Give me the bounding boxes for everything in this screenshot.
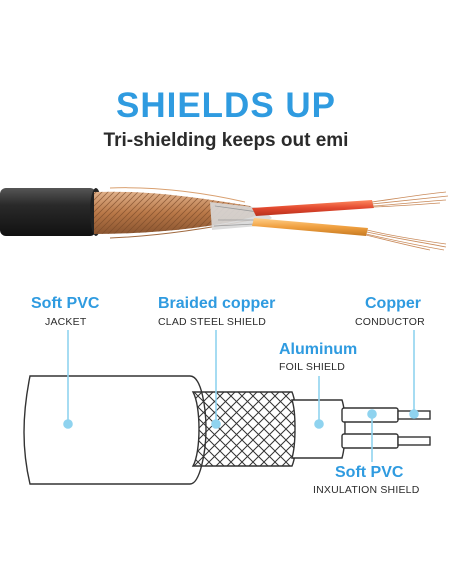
label-insulation-detail: INXULATION SHIELD [313, 484, 420, 496]
cable-diagram [23, 330, 431, 485]
photo-jacket [0, 188, 96, 236]
label-copper-name: Copper [365, 295, 421, 312]
page-subtitle: Tri-shielding keeps out emi [103, 130, 349, 151]
label-insulation-name: Soft PVC [335, 464, 404, 481]
photo-copper-strands [365, 191, 449, 251]
label-braid-detail: CLAD STEEL SHIELD [158, 316, 267, 328]
photo-wire-red [252, 200, 374, 216]
diagram-conductor-bottom [397, 436, 431, 446]
diagram-braid [191, 391, 298, 467]
page-title: SHIELDS UP [115, 86, 337, 125]
diagram-insulation-bottom [341, 433, 399, 449]
label-foil-detail: FOIL SHIELD [279, 361, 345, 373]
label-braid-name: Braided copper [158, 295, 276, 312]
cable-photo [0, 187, 449, 251]
label-copper-detail: CONDUCTOR [355, 316, 425, 328]
diagram-jacket [23, 375, 207, 485]
label-jacket-name: Soft PVC [31, 295, 100, 312]
photo-wire-orange [252, 218, 368, 236]
label-jacket-detail: JACKET [45, 316, 87, 328]
label-foil-name: Aluminum [279, 341, 358, 358]
